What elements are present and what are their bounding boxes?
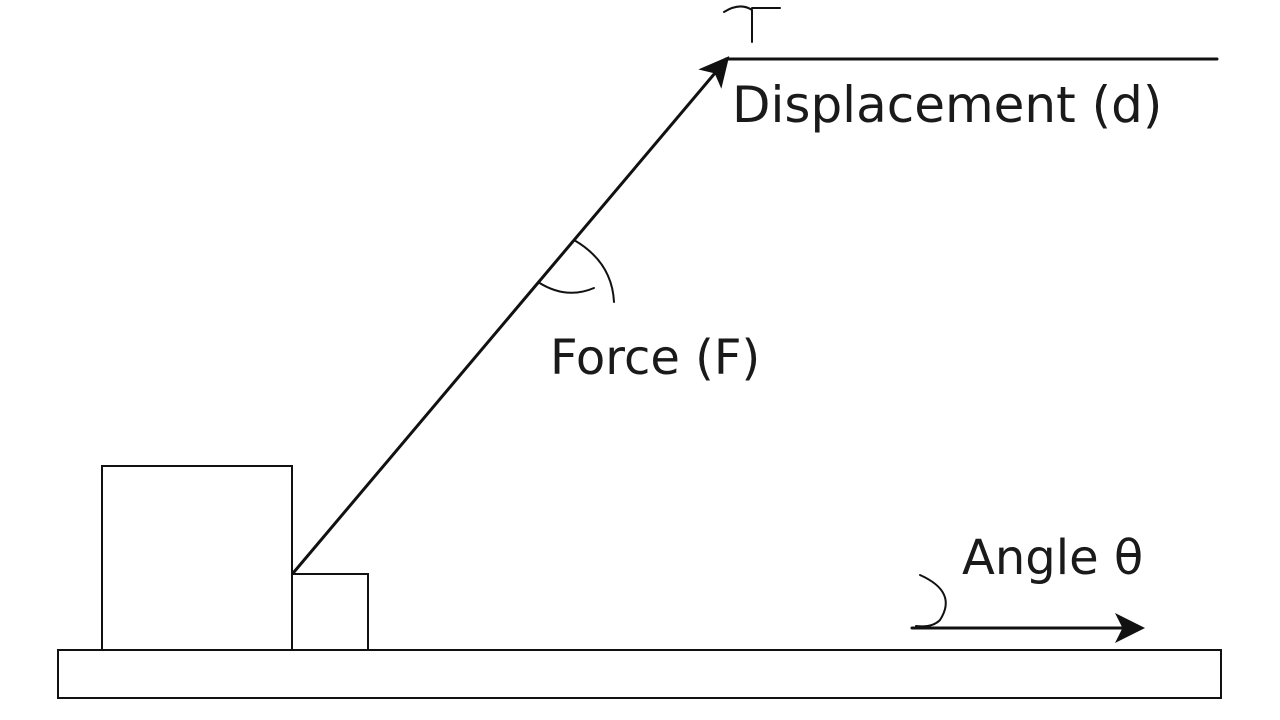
angle-label: Angle θ (962, 530, 1143, 586)
tip-hook-mark (723, 5, 781, 43)
large-block (101, 465, 293, 651)
force-angle-arc (573, 239, 615, 303)
force-angle-arc-inner (537, 281, 595, 294)
displacement-label: Displacement (d) (732, 76, 1162, 134)
force-label: Force (F) (550, 330, 760, 386)
ground-surface (57, 649, 1222, 699)
angle-arc (915, 574, 947, 628)
force-vector-arrow (292, 56, 730, 574)
small-block (291, 573, 369, 651)
